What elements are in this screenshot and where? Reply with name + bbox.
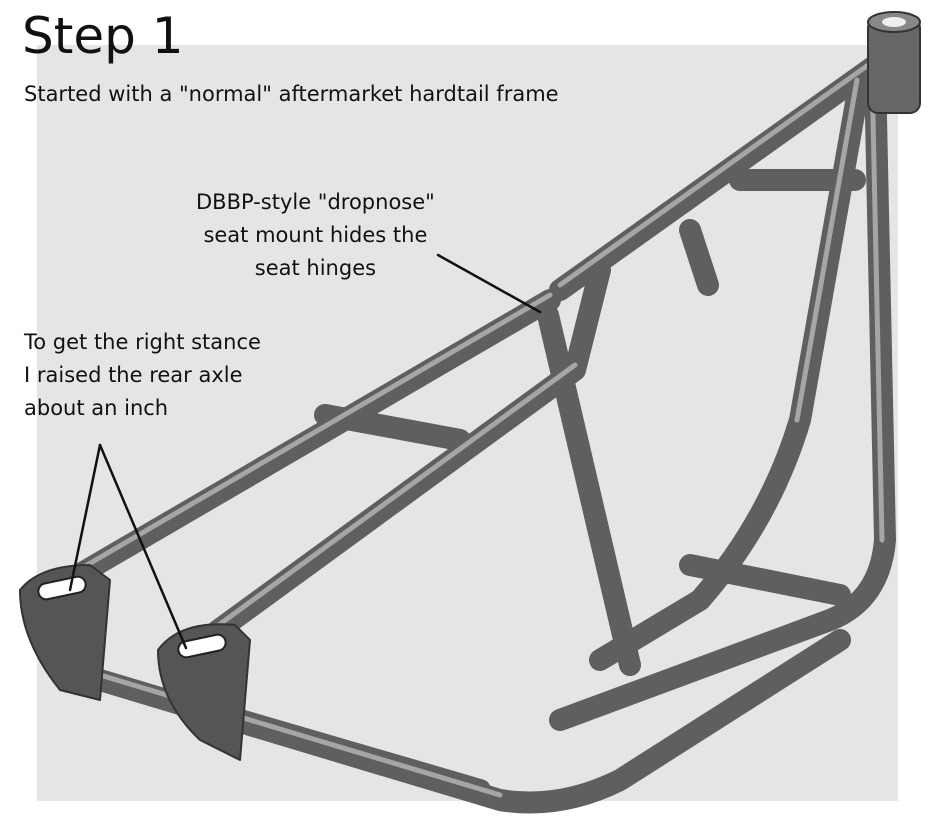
- step-title: Step 1: [22, 7, 184, 65]
- frame-tubes: [59, 51, 896, 814]
- floor-crossmember: [679, 554, 851, 606]
- front-downtube-left: [589, 69, 871, 671]
- seat-mount-annotation: DBBP-style "dropnose" seat mount hides t…: [196, 186, 435, 285]
- step-subtitle: Started with a "normal" aftermarket hard…: [24, 82, 559, 106]
- rear-axle-plates: [19, 564, 251, 761]
- annotation-line: seat mount hides the: [203, 223, 428, 247]
- front-downtube-right: [549, 59, 896, 731]
- annotation-line: DBBP-style "dropnose": [196, 190, 435, 214]
- rear-axle-annotation: To get the right stance I raised the rea…: [24, 326, 261, 425]
- backbone-tube: [549, 51, 891, 301]
- upper-seat-stay-left: [59, 289, 561, 591]
- seat-mount-bracket: [679, 219, 719, 296]
- stay-crossbar: [314, 404, 471, 451]
- lower-rail-left: [89, 629, 851, 814]
- annotation-line: I raised the rear axle: [24, 363, 243, 387]
- upper-seat-stay-right: [194, 259, 611, 651]
- seat-post-tube: [537, 304, 641, 676]
- annotation-line: about an inch: [24, 396, 169, 420]
- annotation-line: To get the right stance: [24, 330, 261, 354]
- steering-neck: [867, 11, 921, 114]
- annotation-leader-lines: [68, 253, 542, 650]
- annotation-line: seat hinges: [254, 256, 377, 280]
